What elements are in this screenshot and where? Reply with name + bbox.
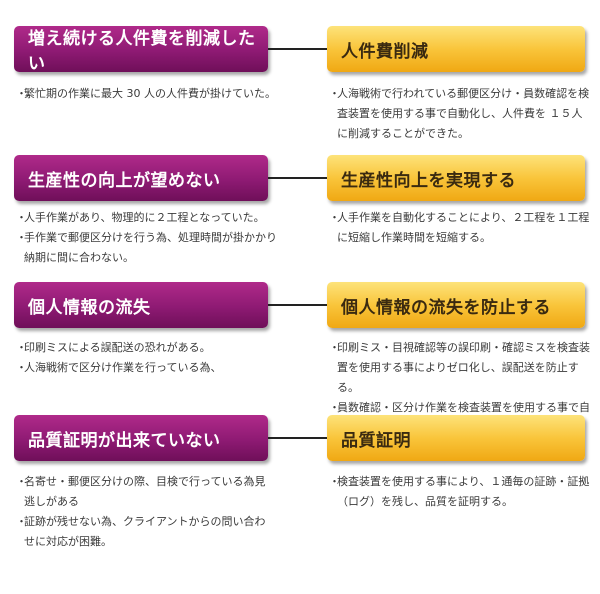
problem-title: 生産性の向上が望めない — [28, 170, 221, 191]
note-text: 検査装置を使用する事により、１通毎の証跡・証拠（ログ）を残し、品質を証明する。 — [337, 475, 590, 508]
problem-notes: ・印刷ミスによる誤配送の恐れがある。 ・人海戦術で区分け作業を行っている為、 — [14, 338, 314, 378]
connector-line — [268, 304, 327, 306]
note-text: 人海戦術で行われている郵便区分け・員数確認を検査装置を使用する事で自動化し、人件… — [337, 87, 590, 140]
connector-line — [268, 437, 327, 439]
note-text: 人手作業を自動化することにより、２工程を１工程に短縮し作業時間を短縮する。 — [337, 211, 590, 244]
note-item: ・人手作業を自動化することにより、２工程を１工程に短縮し作業時間を短縮する。 — [327, 208, 592, 248]
solution-title: 個人情報の流失を防止する — [341, 297, 551, 318]
note-item: ・人手作業があり、物理的に２工程となっていた。 — [14, 208, 284, 228]
bullet-icon: ・ — [329, 341, 340, 354]
note-item: ・人海戦術で行われている郵便区分け・員数確認を検査装置を使用する事で自動化し、人… — [327, 84, 592, 144]
solution-notes: ・人海戦術で行われている郵便区分け・員数確認を検査装置を使用する事で自動化し、人… — [327, 84, 592, 144]
note-item: ・繁忙期の作業に最大 30 人の人件費が掛けていた。 — [14, 84, 314, 104]
solution-box-3: 個人情報の流失を防止する — [327, 282, 585, 328]
bullet-icon: ・ — [329, 401, 340, 414]
bullet-icon: ・ — [16, 211, 27, 224]
solution-title: 生産性向上を実現する — [341, 170, 516, 191]
problem-title: 増え続ける人件費を削減したい — [28, 29, 256, 74]
solution-box-2: 生産性向上を実現する — [327, 155, 585, 201]
bullet-icon: ・ — [329, 211, 340, 224]
problem-title: 個人情報の流失 — [28, 297, 151, 318]
solution-box-1: 人件費削減 — [327, 26, 585, 72]
connector-line — [268, 177, 327, 179]
note-text: 印刷ミスによる誤配送の恐れがある。 — [24, 341, 211, 354]
problem-notes: ・名寄せ・郵便区分けの際、目検で行っている為見逃しがある ・証跡が残せない為、ク… — [14, 472, 269, 552]
note-text: 繁忙期の作業に最大 30 人の人件費が掛けていた。 — [24, 87, 276, 100]
bullet-icon: ・ — [16, 475, 27, 488]
solution-title: 品質証明 — [341, 430, 411, 451]
problem-box-3: 個人情報の流失 — [14, 282, 268, 328]
bullet-icon: ・ — [16, 231, 27, 244]
problem-title: 品質証明が出来ていない — [28, 430, 221, 451]
problem-notes: ・人手作業があり、物理的に２工程となっていた。 ・手作業で郵便区分けを行う為、処… — [14, 208, 284, 268]
note-item: ・印刷ミス・目視確認等の誤印刷・確認ミスを検査装置を使用する事によりゼロ化し、誤… — [327, 338, 592, 398]
solution-title: 人件費削減 — [341, 41, 429, 62]
bullet-icon: ・ — [16, 87, 27, 100]
note-text: 人海戦術で区分け作業を行っている為、 — [24, 361, 222, 374]
note-item: ・名寄せ・郵便区分けの際、目検で行っている為見逃しがある — [14, 472, 269, 512]
problem-box-4: 品質証明が出来ていない — [14, 415, 268, 461]
note-text: 人手作業があり、物理的に２工程となっていた。 — [24, 211, 265, 224]
solution-box-4: 品質証明 — [327, 415, 585, 461]
note-item: ・人海戦術で区分け作業を行っている為、 — [14, 358, 314, 378]
note-item: ・証跡が残せない為、クライアントからの問い合わせに対応が困難。 — [14, 512, 269, 552]
bullet-icon: ・ — [329, 475, 340, 488]
bullet-icon: ・ — [16, 341, 27, 354]
bullet-icon: ・ — [329, 87, 340, 100]
connector-line — [268, 48, 327, 50]
note-text: 手作業で郵便区分けを行う為、処理時間が掛かかり納期に間に合わない。 — [24, 231, 277, 264]
problem-box-1: 増え続ける人件費を削減したい — [14, 26, 268, 74]
note-text: 名寄せ・郵便区分けの際、目検で行っている為見逃しがある — [24, 475, 266, 508]
problem-notes: ・繁忙期の作業に最大 30 人の人件費が掛けていた。 — [14, 84, 314, 104]
note-text: 証跡が残せない為、クライアントからの問い合わせに対応が困難。 — [24, 515, 266, 548]
problem-box-2: 生産性の向上が望めない — [14, 155, 268, 201]
solution-notes: ・人手作業を自動化することにより、２工程を１工程に短縮し作業時間を短縮する。 — [327, 208, 592, 248]
note-item: ・検査装置を使用する事により、１通毎の証跡・証拠（ログ）を残し、品質を証明する。 — [327, 472, 592, 512]
bullet-icon: ・ — [16, 361, 27, 374]
bullet-icon: ・ — [16, 515, 27, 528]
note-item: ・手作業で郵便区分けを行う為、処理時間が掛かかり納期に間に合わない。 — [14, 228, 284, 268]
note-item: ・印刷ミスによる誤配送の恐れがある。 — [14, 338, 314, 358]
solution-notes: ・検査装置を使用する事により、１通毎の証跡・証拠（ログ）を残し、品質を証明する。 — [327, 472, 592, 512]
note-text: 印刷ミス・目視確認等の誤印刷・確認ミスを検査装置を使用する事によりゼロ化し、誤配… — [337, 341, 590, 394]
